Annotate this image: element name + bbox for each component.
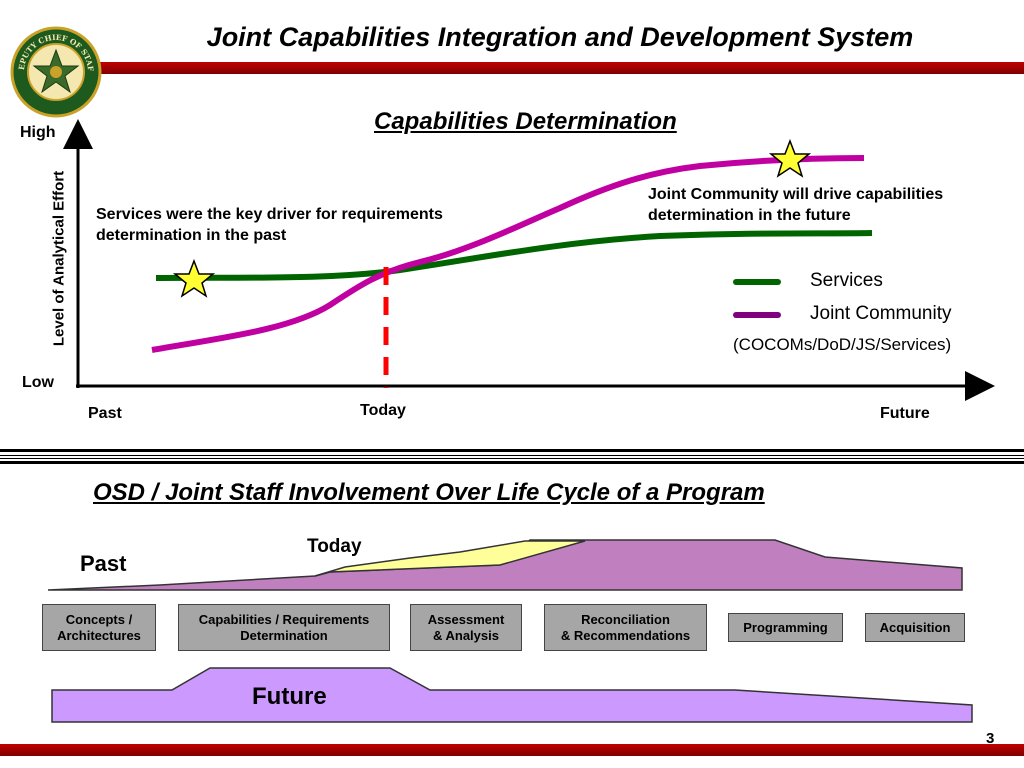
page-number: 3	[986, 730, 995, 747]
g8-seal-logo: DEPUTY CHIEF OF STAFF G 8	[10, 26, 102, 118]
y-axis-high-label: High	[20, 124, 56, 141]
phase-box-acquisition: Acquisition	[865, 613, 965, 642]
phase-label-line2: & Recommendations	[560, 627, 691, 643]
legend-services-label: Services	[810, 270, 883, 291]
future-involvement-shape	[51, 667, 973, 723]
phase-box-reconciliation: Reconciliation& Recommendations	[544, 604, 707, 651]
osd-title: OSD / Joint Staff Involvement Over Life …	[93, 479, 765, 506]
today-label: Today	[307, 536, 362, 557]
y-axis-title: Level of Analytical Effort	[50, 170, 68, 347]
svg-text:G 8: G 8	[48, 87, 64, 98]
phase-label-line1: Acquisition	[879, 619, 951, 635]
footer-bar	[0, 744, 1024, 756]
today-label: Today	[360, 402, 406, 419]
phase-label-line2: Architectures	[57, 627, 141, 643]
header-bar	[100, 62, 1024, 74]
today-involvement-shape	[314, 540, 586, 577]
legend-joint-swatch	[733, 312, 781, 318]
services-curve	[155, 230, 873, 281]
legend-joint-label: Joint Community	[810, 303, 952, 324]
section-divider	[0, 455, 1024, 456]
phase-box-programming: Programming	[728, 613, 843, 642]
section-divider	[0, 461, 1024, 464]
section-divider	[0, 458, 1024, 459]
past-label: Past	[80, 551, 127, 576]
phase-label-line2: Determination	[240, 627, 328, 643]
capabilities-title: Capabilities Determination	[374, 108, 677, 135]
capabilities-chart	[63, 119, 995, 401]
past-star	[172, 258, 216, 298]
services-annotation: Services were the key driver for require…	[96, 206, 443, 244]
x-axis-future-label: Future	[880, 405, 930, 422]
future-label: Future	[252, 683, 327, 710]
phase-label-line1: Reconciliation	[581, 611, 670, 627]
y-axis-low-label: Low	[22, 374, 54, 391]
x-axis-past-label: Past	[88, 405, 122, 422]
future-star	[768, 138, 812, 178]
phase-box-assessment: Assessment& Analysis	[410, 604, 522, 651]
phase-label-line1: Programming	[743, 619, 828, 635]
phase-label-line1: Capabilities / Requirements	[198, 611, 370, 627]
past-involvement-shape	[47, 539, 963, 591]
phase-box-concepts: Concepts /Architectures	[42, 604, 156, 651]
lifecycle-diagram	[47, 539, 973, 723]
joint-annotation: Joint Community will drive capabilities …	[648, 186, 944, 224]
slide-title: Joint Capabilities Integration and Devel…	[206, 22, 914, 52]
phase-label-line2: & Analysis	[432, 627, 499, 643]
phase-label-line1: Concepts /	[65, 611, 133, 627]
phase-label-line1: Assessment	[427, 611, 505, 627]
joint-curve	[151, 155, 865, 353]
legend-services-swatch	[733, 279, 781, 285]
section-divider	[0, 449, 1024, 452]
legend-joint-sublabel: (COCOMs/DoD/JS/Services)	[733, 335, 952, 354]
